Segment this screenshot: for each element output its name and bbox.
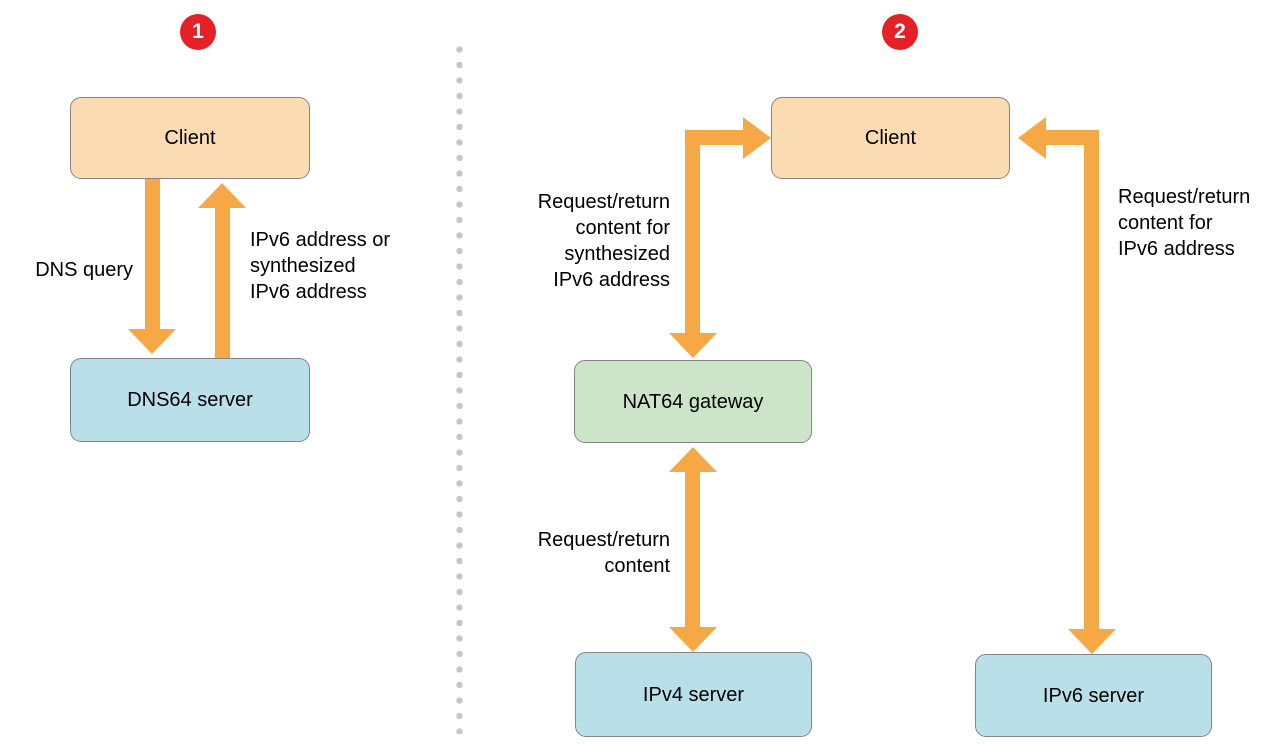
arrow-head-down-icon: [1068, 629, 1116, 654]
ipv6-direct-content-label: Request/return content for IPv6 address: [1118, 186, 1251, 260]
arrow-head-up-icon: [198, 183, 246, 208]
ipv6-response-label: IPv6 address or synthesized IPv6 address: [250, 229, 391, 303]
dns-query-label: DNS query: [35, 259, 133, 281]
dns64-server-node: DNS64 server: [70, 358, 310, 442]
request-content-label: Request/return content: [537, 529, 670, 577]
arrow-shaft: [1084, 130, 1099, 629]
ipv4-server-node: IPv4 server: [575, 652, 812, 737]
arrow-head-left-icon: [1018, 117, 1046, 159]
arrow-shaft: [215, 208, 230, 358]
step-2-badge: 2: [882, 14, 918, 50]
arrow-shaft: [145, 179, 160, 329]
nat64-gateway-node: NAT64 gateway: [574, 360, 812, 443]
arrow-head-down-icon: [128, 329, 176, 354]
arrow-shaft: [685, 130, 700, 335]
client-node-2: Client: [771, 97, 1010, 179]
arrow-head-right-icon: [743, 117, 771, 159]
arrow-shaft: [685, 472, 700, 627]
arrow-head-down-icon: [669, 333, 717, 358]
synthesized-content-label: Request/return content for synthesized I…: [537, 191, 670, 291]
arrow-head-down-icon: [669, 627, 717, 652]
client-node-1: Client: [70, 97, 310, 179]
arrow-shaft: [685, 130, 743, 145]
step-1-badge: 1: [180, 14, 216, 50]
separator-dotted-line: [456, 46, 463, 734]
arrow-head-up-icon: [669, 447, 717, 472]
ipv6-server-node: IPv6 server: [975, 654, 1212, 737]
